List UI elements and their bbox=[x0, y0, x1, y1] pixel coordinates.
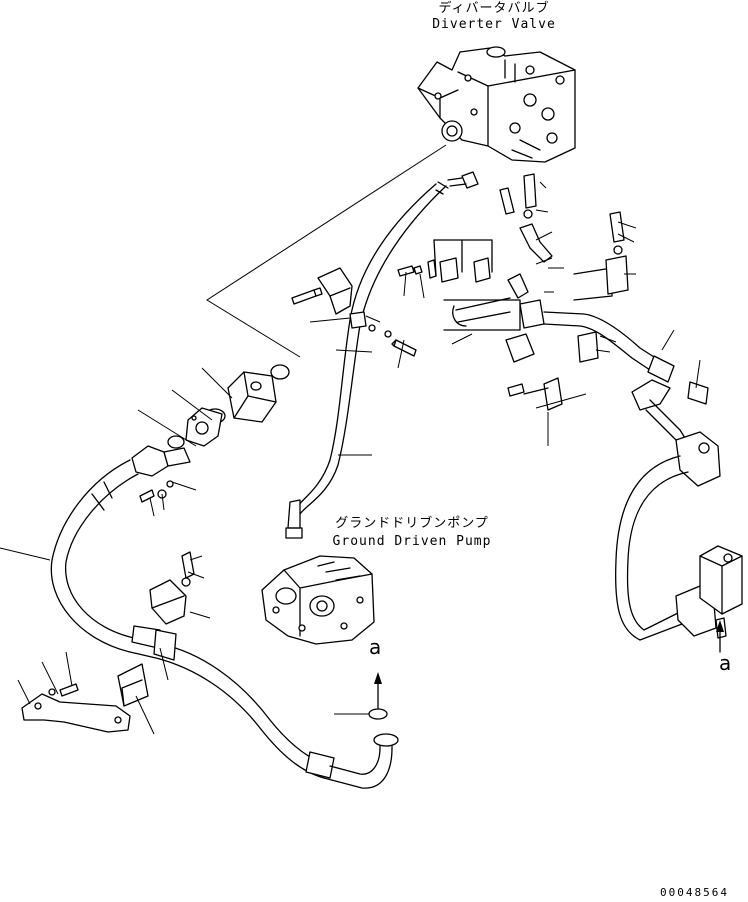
view-arrow-left bbox=[368, 672, 388, 720]
mounting-bracket-upper bbox=[291, 267, 353, 315]
hose-clamp-lower bbox=[117, 551, 195, 707]
o-ring-lower bbox=[167, 435, 185, 449]
view-mark-a-left: a bbox=[369, 635, 382, 659]
hose-clamp-mid bbox=[349, 311, 417, 357]
main-hose-left bbox=[50, 445, 399, 789]
return-pipe-right bbox=[614, 379, 743, 641]
ground-pump-label-jp: グランドドリブンポンプ bbox=[335, 516, 489, 531]
mounting-bracket-lower bbox=[21, 683, 131, 733]
flange-bolts bbox=[139, 480, 174, 503]
diverter-valve-label-jp: ディバータバルブ bbox=[438, 1, 550, 16]
split-flange bbox=[185, 407, 223, 447]
pump-supply-hose bbox=[285, 171, 479, 539]
diverter-valve bbox=[417, 46, 576, 163]
ground-pump-label-en: Ground Driven Pump bbox=[332, 534, 492, 549]
drawing-number: 00048564 bbox=[660, 886, 729, 899]
view-arrow-right bbox=[716, 620, 724, 653]
ground-driven-pump bbox=[261, 555, 375, 645]
small-hardware-group bbox=[397, 259, 437, 279]
adapter-block bbox=[227, 371, 277, 423]
o-ring-upper bbox=[270, 364, 290, 380]
diverter-valve-label-en: Diverter Valve bbox=[432, 17, 556, 32]
view-mark-a-right: a bbox=[719, 651, 732, 675]
right-pipe-assembly bbox=[433, 173, 709, 411]
callout-leaders bbox=[0, 181, 701, 735]
